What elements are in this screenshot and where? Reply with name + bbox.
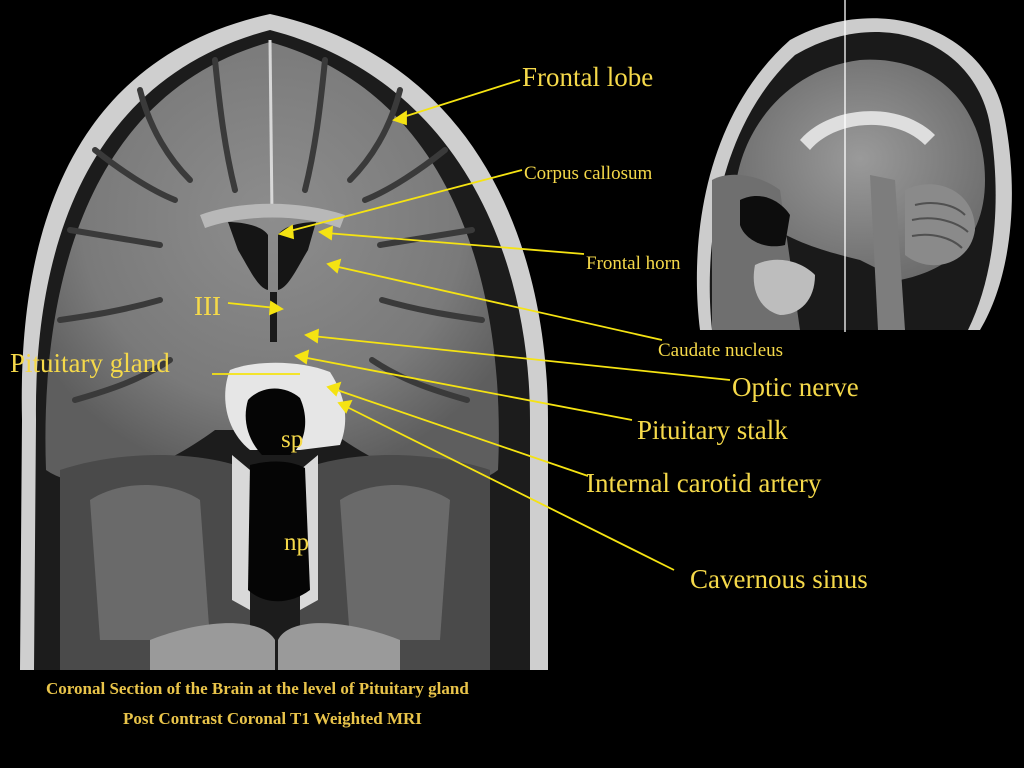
label-nasopharynx: np <box>284 529 309 556</box>
label-frontal-horn: Frontal horn <box>586 253 681 274</box>
label-cavernous-sinus: Cavernous sinus <box>690 564 868 594</box>
label-internal-carotid-artery: Internal carotid artery <box>586 468 822 498</box>
label-corpus-callosum: Corpus callosum <box>524 163 653 184</box>
label-optic-nerve: Optic nerve <box>732 372 859 402</box>
label-third-ventricle: III <box>194 291 221 321</box>
caption-line-2: Post Contrast Coronal T1 Weighted MRI <box>123 709 422 728</box>
label-sphenoid-sinus: sp <box>281 426 304 453</box>
label-caudate-nucleus: Caudate nucleus <box>658 340 784 361</box>
label-pituitary-stalk: Pituitary stalk <box>637 415 788 445</box>
pointers <box>212 79 731 571</box>
caption-line-1: Coronal Section of the Brain at the leve… <box>46 679 469 698</box>
sagittal-mri <box>696 0 1012 332</box>
label-frontal-lobe: Frontal lobe <box>522 62 654 92</box>
label-pituitary-gland: Pituitary gland <box>10 348 170 378</box>
coronal-mri <box>20 14 548 670</box>
